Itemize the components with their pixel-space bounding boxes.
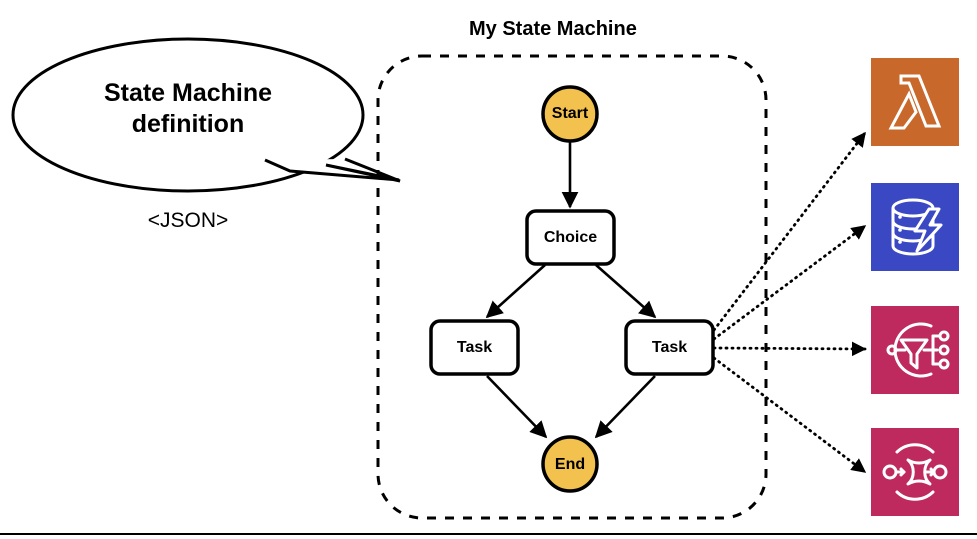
callout-tail <box>264 157 401 183</box>
state-machine-boundary <box>376 54 768 520</box>
node-start[interactable] <box>541 85 599 143</box>
edge-choice-to-task-right <box>595 264 657 319</box>
edge-task-to-eventbridge <box>712 341 867 357</box>
node-choice[interactable] <box>525 209 616 266</box>
page-title: My State Machine <box>469 18 637 40</box>
edge-task-left-to-end <box>486 375 548 439</box>
callout-line-1: State Machine <box>103 79 273 107</box>
node-task-right[interactable] <box>624 319 715 376</box>
integration-edges <box>712 131 867 474</box>
edge-task-right-to-end <box>594 375 656 439</box>
aws-dynamodb-icon <box>871 183 959 271</box>
edge-task-to-dynamodb <box>712 224 867 341</box>
callout-ellipse <box>11 37 365 193</box>
state-machine-definition-callout <box>11 37 401 193</box>
edge-task-to-sqs <box>712 356 867 474</box>
callout-text: State Machine definition <box>38 78 338 139</box>
aws-sqs-icon <box>871 428 959 516</box>
service-tile-eventbridge[interactable] <box>871 306 959 394</box>
callout-line-2: definition <box>131 109 245 138</box>
service-tile-lambda[interactable] <box>871 58 959 146</box>
flow-edges <box>485 141 657 439</box>
edge-task-to-lambda <box>712 131 867 332</box>
node-end[interactable] <box>541 435 599 493</box>
aws-lambda-icon <box>871 58 959 146</box>
callout-caption: <JSON> <box>147 209 229 232</box>
node-task-left[interactable] <box>429 319 520 376</box>
service-tile-sqs[interactable] <box>871 428 959 516</box>
service-tile-dynamodb[interactable] <box>871 183 959 271</box>
edge-choice-to-task-left <box>485 264 546 319</box>
aws-eventbridge-icon <box>871 306 959 394</box>
